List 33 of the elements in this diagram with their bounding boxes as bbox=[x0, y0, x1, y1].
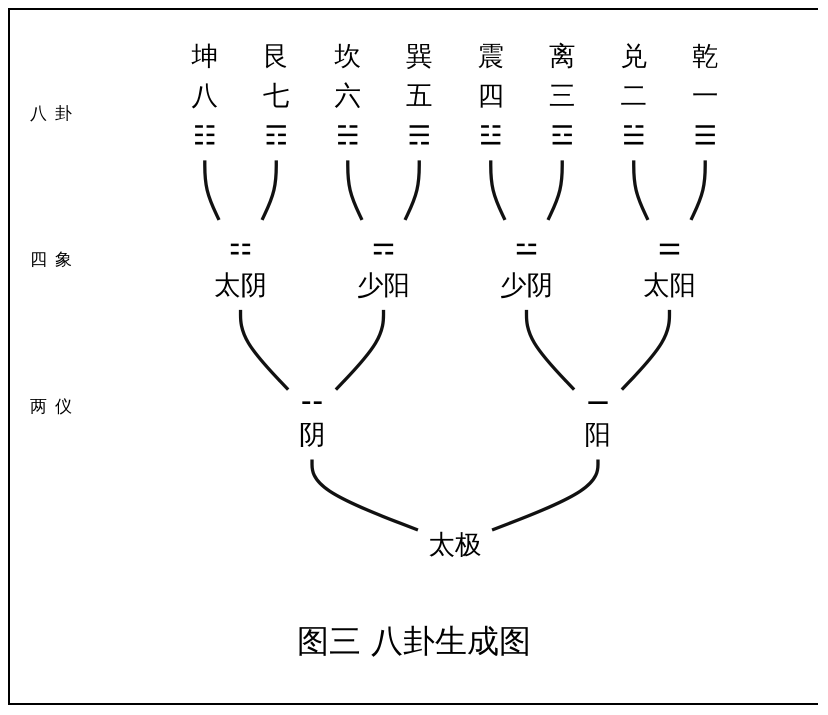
row-label: 八卦 bbox=[30, 102, 81, 125]
node-text: 艮 七 ☶ bbox=[263, 40, 290, 152]
node-text: 坤 八 ☷ bbox=[192, 40, 218, 152]
caption: 图三 八卦生成图 bbox=[296, 621, 532, 662]
connector bbox=[689, 160, 707, 221]
node-text: 太极 bbox=[428, 528, 482, 560]
node-text: 震 四 ☳ bbox=[478, 40, 504, 152]
node-text: 坎 六 ☵ bbox=[334, 40, 362, 152]
connector bbox=[310, 460, 419, 532]
node-text: ⚎ 少阳 bbox=[357, 229, 410, 301]
connector bbox=[238, 310, 290, 391]
connector bbox=[632, 160, 650, 221]
connector bbox=[620, 310, 672, 391]
connector bbox=[334, 310, 386, 391]
connector bbox=[524, 310, 576, 391]
node-text: 巽 五 ☴ bbox=[406, 40, 432, 152]
node-text: ⚏ 太阴 bbox=[214, 229, 268, 301]
node-text: 离 三 ☲ bbox=[548, 40, 576, 152]
row-label: 四象 bbox=[30, 249, 81, 272]
connector bbox=[491, 460, 600, 532]
node-text: ⚋ 阴 bbox=[298, 378, 326, 450]
node-text: 兑 二 ☱ bbox=[620, 40, 647, 152]
row-label: 两仪 bbox=[30, 396, 81, 418]
connector bbox=[404, 160, 421, 221]
node-text: ⚍ 少阴 bbox=[500, 229, 553, 301]
node-text: 乾 一 ☰ bbox=[692, 40, 718, 152]
connector bbox=[546, 160, 564, 221]
connector bbox=[346, 160, 364, 221]
connector bbox=[203, 160, 221, 221]
connector bbox=[489, 160, 506, 221]
connector bbox=[260, 160, 278, 221]
node-text: ⚊ 阳 bbox=[584, 378, 612, 450]
node-text: ⚌ 太阳 bbox=[642, 229, 696, 301]
